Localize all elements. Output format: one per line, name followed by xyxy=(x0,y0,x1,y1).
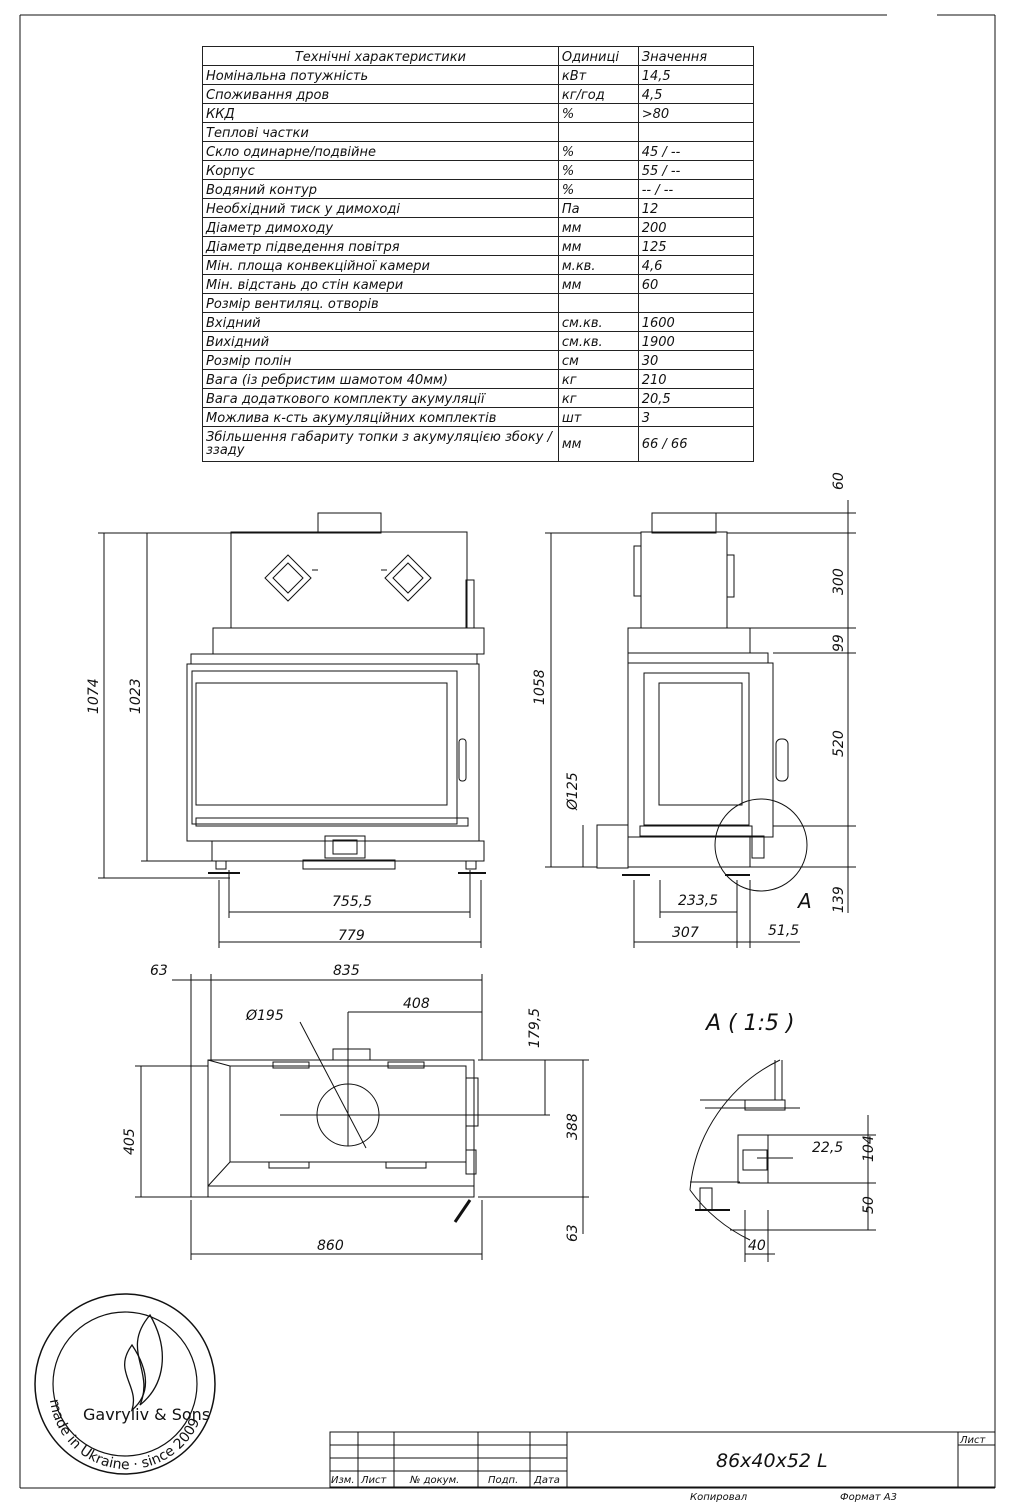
side-dimensions xyxy=(545,500,856,948)
spec-row: ККД%>80 xyxy=(202,103,755,123)
tb-model: 86x40x52 L xyxy=(716,1450,828,1472)
dim-779: 779 xyxy=(338,928,365,944)
company-logo xyxy=(34,1293,216,1475)
dim-d125: Ø125 xyxy=(565,772,581,811)
spec-units: м.кв. xyxy=(557,255,639,275)
dim-22-5: 22,5 xyxy=(812,1140,843,1156)
spec-name: Теплові частки xyxy=(202,122,559,142)
dim-50: 50 xyxy=(861,1196,877,1214)
spec-row: Теплові частки xyxy=(202,122,755,142)
dim-40: 40 xyxy=(748,1238,766,1254)
top-view xyxy=(190,1048,479,1223)
dim-179-5: 179,5 xyxy=(527,1008,543,1048)
dim-63-bottom: 63 xyxy=(565,1224,581,1242)
spec-row: Корпус%55 / -- xyxy=(202,160,755,180)
spec-units: см.кв. xyxy=(557,312,639,332)
dim-51-5: 51,5 xyxy=(768,923,799,939)
dim-1058: 1058 xyxy=(532,669,548,705)
tb-col-list: Лист xyxy=(360,1475,388,1486)
tb-sheet-label: Лист xyxy=(959,1435,987,1446)
tb-format: Формат А3 xyxy=(840,1492,897,1503)
dim-233-5: 233,5 xyxy=(678,893,718,909)
tb-col-izm: Изм. xyxy=(331,1475,355,1486)
spec-value: 66 / 66 xyxy=(637,426,755,462)
dim-835: 835 xyxy=(333,963,360,979)
dim-520: 520 xyxy=(831,730,847,757)
detail-a xyxy=(689,1059,876,1262)
spec-units: мм xyxy=(557,426,639,462)
dim-860: 860 xyxy=(317,1238,344,1254)
tb-col-data: Дата xyxy=(533,1475,560,1486)
front-dimensions xyxy=(98,532,482,948)
spec-table: Технічні характеристики Одиниці Значення… xyxy=(202,46,755,462)
spec-row: Збільшення габариту топки з акумуляцією … xyxy=(202,426,755,462)
tb-col-podp: Подп. xyxy=(488,1475,518,1486)
dim-755-5: 755,5 xyxy=(332,894,372,910)
detail-title: A ( 1:5 ) xyxy=(704,1011,795,1036)
tb-col-doc: № докум. xyxy=(409,1475,459,1486)
dim-1074: 1074 xyxy=(86,678,102,714)
dim-104: 104 xyxy=(861,1135,877,1162)
dim-1023: 1023 xyxy=(128,678,144,714)
detail-marker-a: A xyxy=(796,889,812,913)
side-view xyxy=(596,512,808,892)
spec-name: Вага (із ребристим шамотом 40мм) xyxy=(202,369,559,389)
spec-value: 4,5 xyxy=(637,84,755,104)
dim-139: 139 xyxy=(831,886,847,913)
dim-388: 388 xyxy=(565,1113,581,1140)
spec-name: Збільшення габариту топки з акумуляцією … xyxy=(202,426,559,462)
dim-99: 99 xyxy=(831,634,847,652)
spec-name: Розмір вентиляц. отворів xyxy=(202,293,559,313)
spec-value: -- / -- xyxy=(637,179,755,199)
spec-row: Розмір вентиляц. отворів xyxy=(202,293,755,313)
spec-units: шт xyxy=(557,407,639,427)
spec-value: 60 xyxy=(637,274,755,294)
logo-brand: Gavryliv & Sons xyxy=(83,1405,210,1424)
spec-name: Скло одинарне/подвійне xyxy=(202,141,559,161)
dim-60: 60 xyxy=(831,472,847,490)
dim-307: 307 xyxy=(672,925,699,941)
dim-d195: Ø195 xyxy=(245,1008,284,1024)
dim-405: 405 xyxy=(122,1128,138,1155)
spec-units: см.кв. xyxy=(557,331,639,351)
spec-units: кВт xyxy=(557,65,639,85)
top-dimensions xyxy=(135,974,589,1260)
dim-408: 408 xyxy=(403,996,430,1012)
tb-copied: Копировал xyxy=(690,1492,748,1503)
front-view xyxy=(186,512,486,874)
dim-63-top: 63 xyxy=(150,963,168,979)
dim-300: 300 xyxy=(831,568,847,595)
title-block xyxy=(329,1431,996,1488)
spec-units: см xyxy=(557,350,639,370)
